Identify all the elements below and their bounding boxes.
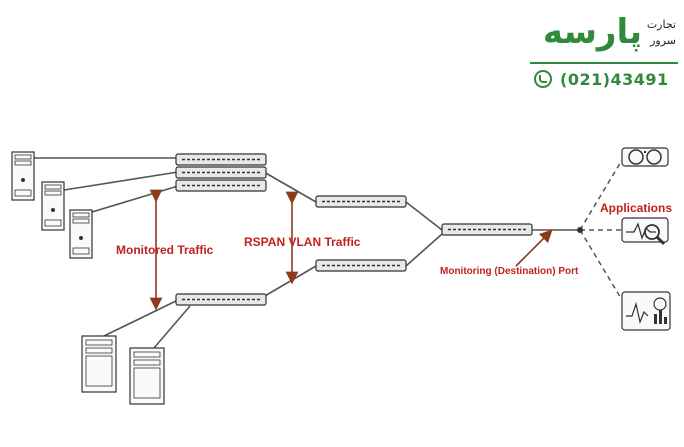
logo-divider bbox=[530, 62, 678, 64]
logo-tagline-top: تجارت bbox=[646, 18, 676, 31]
switch-icon bbox=[441, 223, 533, 236]
binoculars-icon bbox=[621, 147, 669, 167]
server-icon bbox=[69, 209, 93, 259]
logo-tagline-bottom: سرور bbox=[650, 34, 676, 47]
monitored-traffic-label: Monitored Traffic bbox=[116, 243, 214, 257]
traffic-arrows bbox=[149, 189, 553, 311]
phone-number: (021)43491 bbox=[560, 70, 669, 89]
rspan-vlan-traffic-label: RSPAN VLAN Traffic bbox=[244, 235, 361, 249]
server-icon bbox=[129, 347, 165, 405]
server-icon bbox=[41, 181, 65, 231]
phone-icon bbox=[534, 70, 552, 88]
company-logo: پارسه تجارت سرور (021)43491 bbox=[520, 12, 680, 94]
monitoring-port-label: Monitoring (Destination) Port bbox=[440, 266, 579, 277]
links bbox=[32, 157, 580, 349]
server-icon bbox=[11, 151, 35, 201]
analytics-dashboard-icon bbox=[621, 291, 671, 331]
switch-icon bbox=[175, 293, 267, 306]
switch-icon bbox=[175, 179, 267, 192]
switch-icon bbox=[175, 153, 267, 166]
logo-brand-text: پارسه bbox=[542, 12, 642, 52]
app-links bbox=[579, 159, 623, 301]
switch-icon bbox=[175, 166, 267, 179]
server-icon bbox=[81, 335, 117, 393]
magnifier-waveform-icon bbox=[621, 217, 669, 246]
switch-icon bbox=[315, 195, 407, 208]
switch-icon bbox=[315, 259, 407, 272]
applications-label: Applications bbox=[600, 201, 673, 215]
